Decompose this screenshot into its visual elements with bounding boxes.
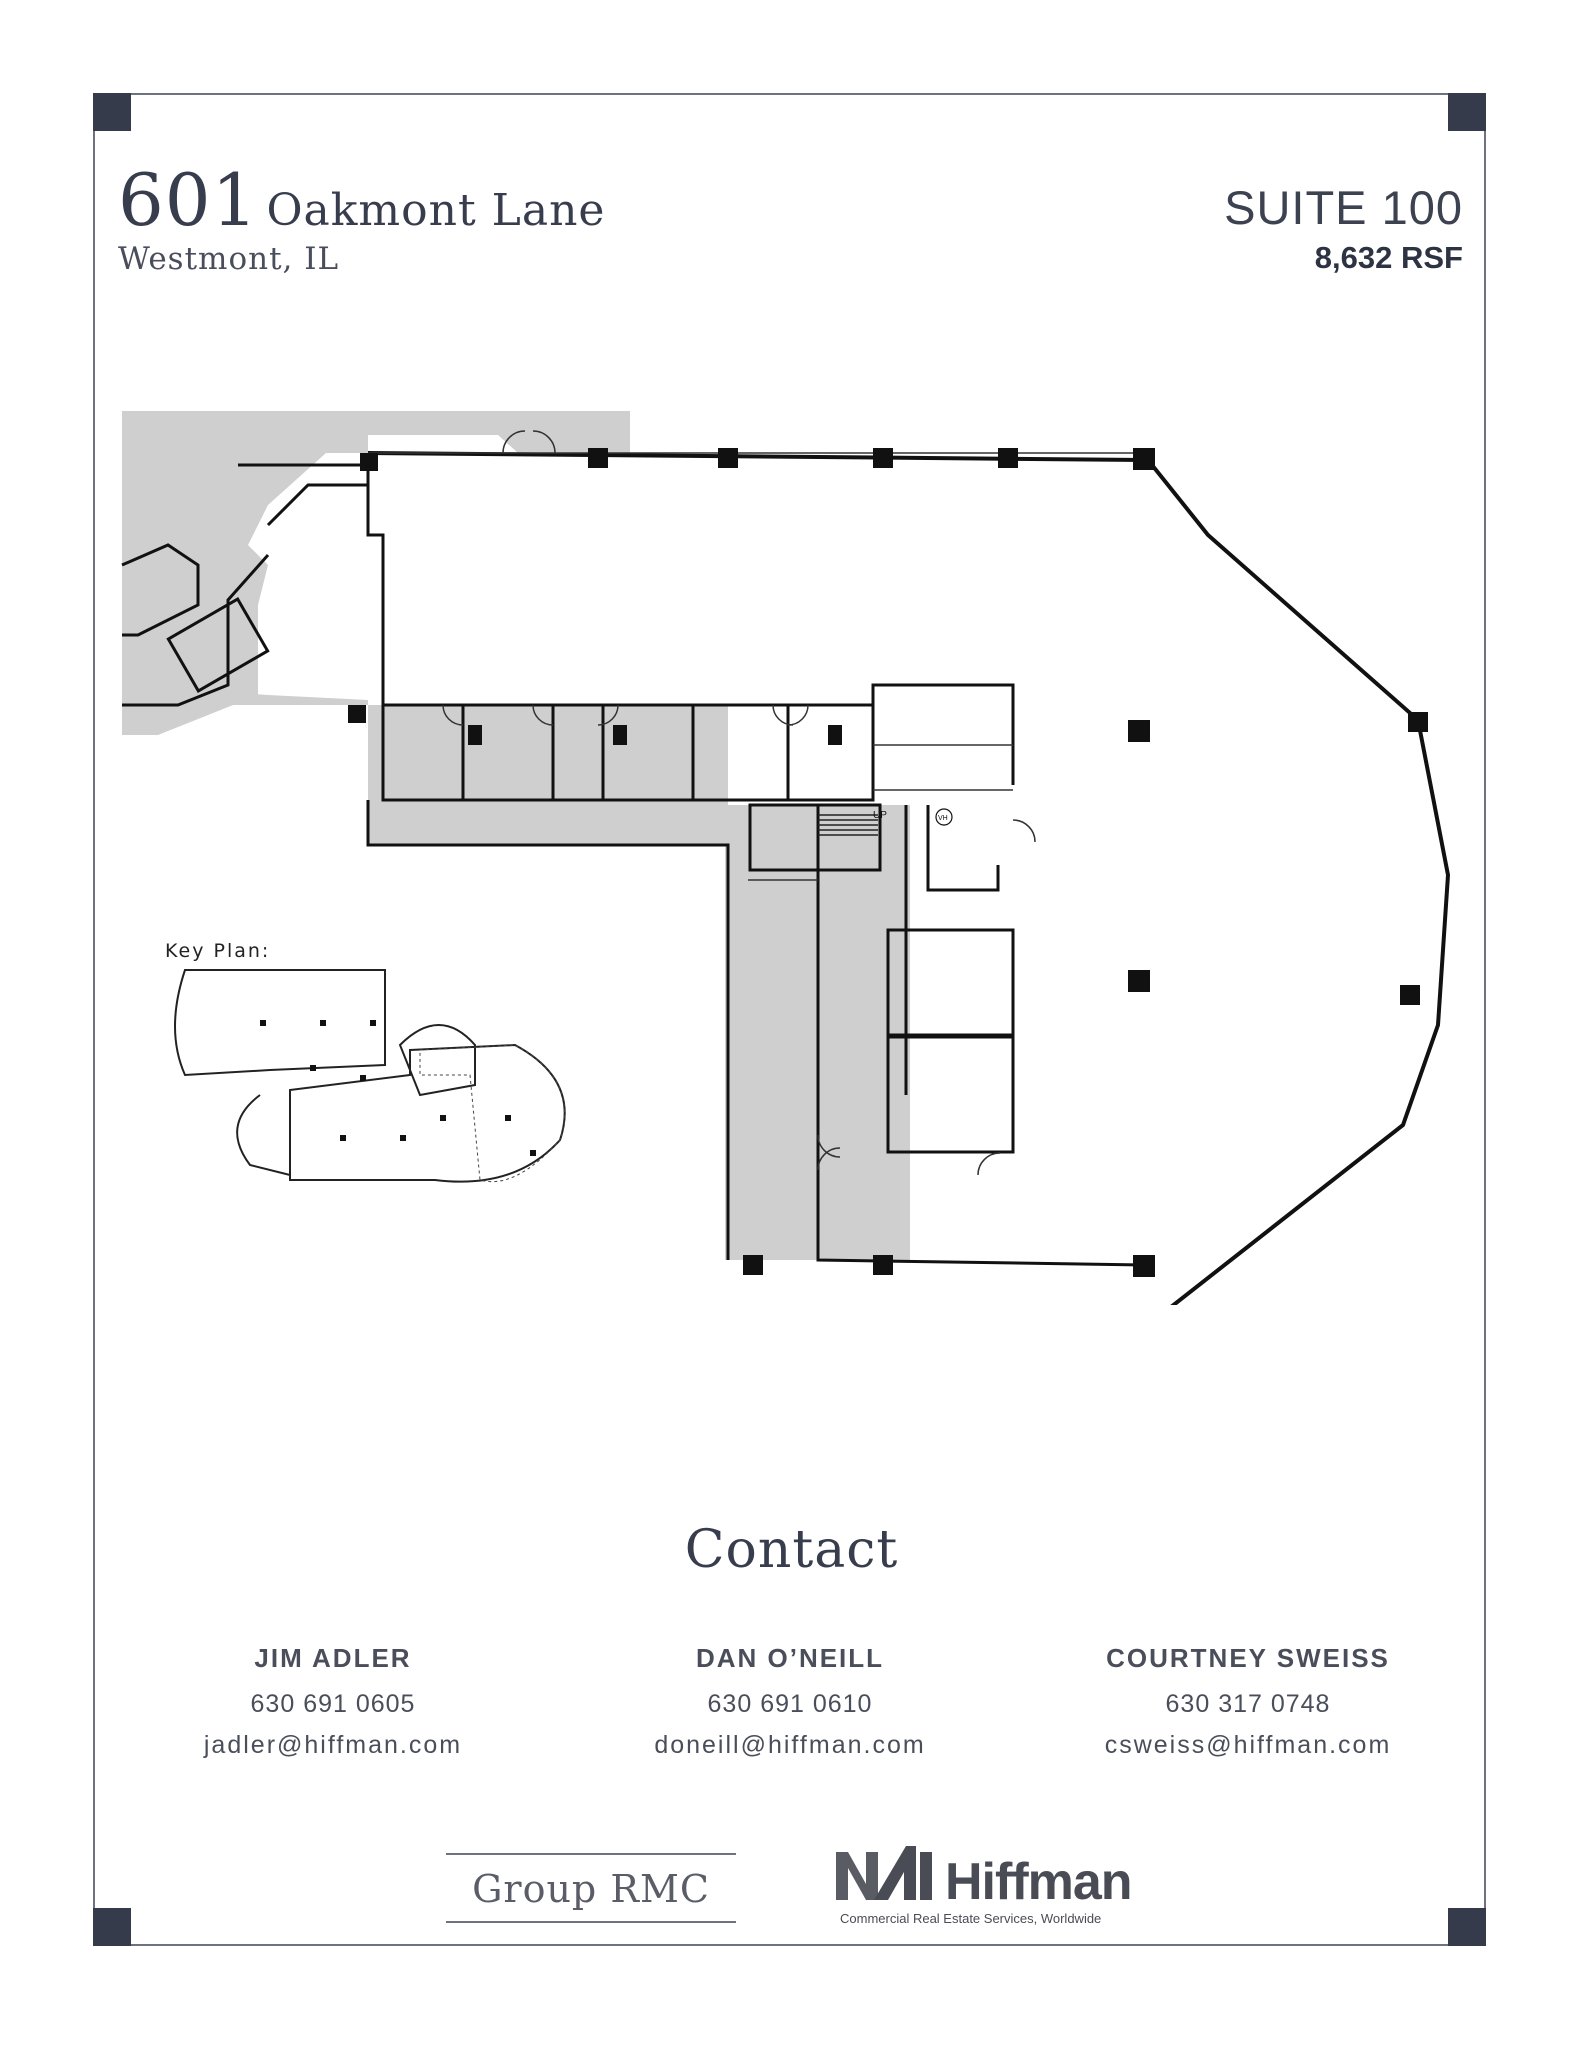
key-plan-label: Key Plan: — [165, 940, 271, 962]
key-plan — [174, 969, 566, 1183]
agent-phone[interactable]: 630 317 0748 — [1165, 1690, 1331, 1718]
group-rmc-text: Group RMC — [472, 1867, 710, 1911]
page-frame — [93, 93, 1486, 1946]
property-city: Westmont, IL — [118, 241, 340, 277]
corner-block-bottom-right — [1448, 1908, 1486, 1946]
group-rmc-logo: Group RMC — [446, 1853, 736, 1923]
address-number: 601 — [118, 158, 259, 242]
agent-card: JIM ADLER 630 691 0605 jadler@hiffman.co… — [143, 1643, 523, 1760]
agent-name: JIM ADLER — [254, 1643, 412, 1673]
suite-area: 8,632 RSF — [1314, 240, 1463, 275]
corner-block-bottom-left — [93, 1908, 131, 1946]
agent-name: DAN O’NEILL — [695, 1643, 885, 1673]
nai-brand-text: Hiffman — [945, 1853, 1133, 1911]
agent-phone[interactable]: 630 691 0610 — [707, 1690, 873, 1718]
agent-card: DAN O’NEILL 630 691 0610 doneill@hiffman… — [600, 1643, 980, 1760]
agent-email[interactable]: csweiss@hiffman.com — [1104, 1731, 1392, 1759]
vh-marker-label: VH — [938, 815, 948, 822]
agent-email[interactable]: doneill@hiffman.com — [654, 1731, 926, 1759]
floor-plan: UP VH — [121, 411, 1451, 1305]
agent-phone[interactable]: 630 691 0605 — [250, 1690, 416, 1718]
agent-email[interactable]: jadler@hiffman.com — [203, 1731, 463, 1759]
agent-name: COURTNEY SWEISS — [1106, 1643, 1390, 1673]
corner-block-top-right — [1448, 93, 1486, 131]
corner-block-top-left — [93, 93, 131, 131]
agent-card: COURTNEY SWEISS 630 317 0748 csweiss@hif… — [1058, 1643, 1438, 1760]
nai-logo-icon — [836, 1846, 932, 1900]
contact-heading: Contact — [684, 1520, 899, 1580]
address-street: Oakmont Lane — [266, 185, 606, 236]
stair-up-label: UP — [873, 810, 887, 821]
suite-number: SUITE 100 — [1224, 181, 1463, 234]
nai-tagline: Commercial Real Estate Services, Worldwi… — [840, 1911, 1102, 1926]
